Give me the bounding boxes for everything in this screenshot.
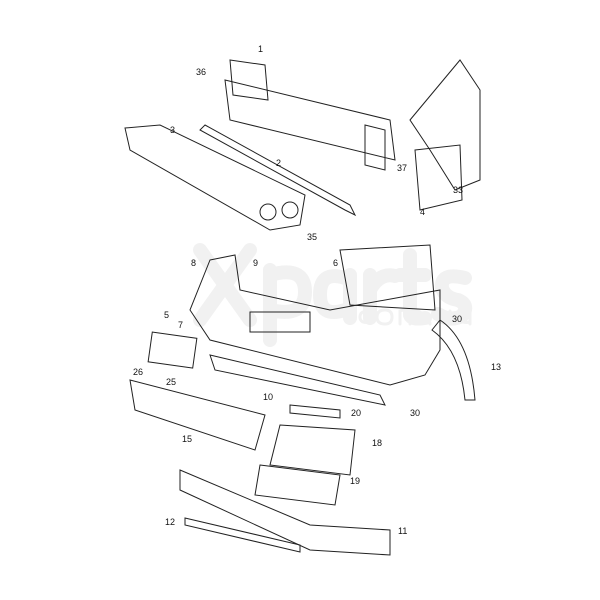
grille bbox=[129, 379, 266, 451]
wheel-arch-trim bbox=[431, 319, 476, 401]
callout-label: 30 bbox=[452, 314, 462, 324]
callout-label: 1 bbox=[258, 44, 263, 54]
callout-label: 25 bbox=[166, 377, 176, 387]
callout-label: 30 bbox=[410, 408, 420, 418]
spoiler-strip bbox=[209, 354, 386, 406]
callout-label: 6 bbox=[333, 258, 338, 268]
fog-grille-19 bbox=[254, 464, 341, 506]
fog-grille-18 bbox=[269, 424, 356, 476]
callout-label: 2 bbox=[276, 158, 281, 168]
callout-label: 13 bbox=[491, 362, 501, 372]
callout-label: 4 bbox=[420, 207, 425, 217]
callout-label: 5 bbox=[164, 310, 169, 320]
watermark-logo bbox=[193, 243, 473, 347]
energy-absorber bbox=[124, 124, 306, 231]
callout-label: 7 bbox=[178, 320, 183, 330]
callout-label: 35 bbox=[307, 232, 317, 242]
trim-20 bbox=[289, 404, 341, 419]
bumper-carrier bbox=[224, 59, 396, 171]
callout-label: 20 bbox=[351, 408, 361, 418]
callout-label: 8 bbox=[191, 258, 196, 268]
callout-label: 9 bbox=[253, 258, 258, 268]
callout-labels: 1 36 3 2 37 33 4 35 8 9 6 5 7 30 13 26 2… bbox=[133, 44, 501, 536]
callout-label: 19 bbox=[350, 476, 360, 486]
bumper-cover bbox=[189, 244, 441, 386]
callout-label: 33 bbox=[453, 185, 463, 195]
license-bracket bbox=[147, 331, 198, 369]
callout-label: 10 bbox=[263, 392, 273, 402]
seal-strip bbox=[199, 124, 357, 217]
callout-label: 15 bbox=[182, 434, 192, 444]
callout-label: 11 bbox=[398, 526, 407, 536]
callout-label: 3 bbox=[170, 125, 175, 135]
lower-spoiler bbox=[179, 469, 391, 556]
callout-label: 26 bbox=[133, 367, 143, 377]
trim-12 bbox=[184, 517, 301, 553]
callout-label: 37 bbox=[397, 163, 407, 173]
fender bbox=[409, 59, 481, 211]
callout-label: 36 bbox=[196, 67, 206, 77]
callout-label: 12 bbox=[165, 517, 175, 527]
callout-label: 18 bbox=[372, 438, 382, 448]
